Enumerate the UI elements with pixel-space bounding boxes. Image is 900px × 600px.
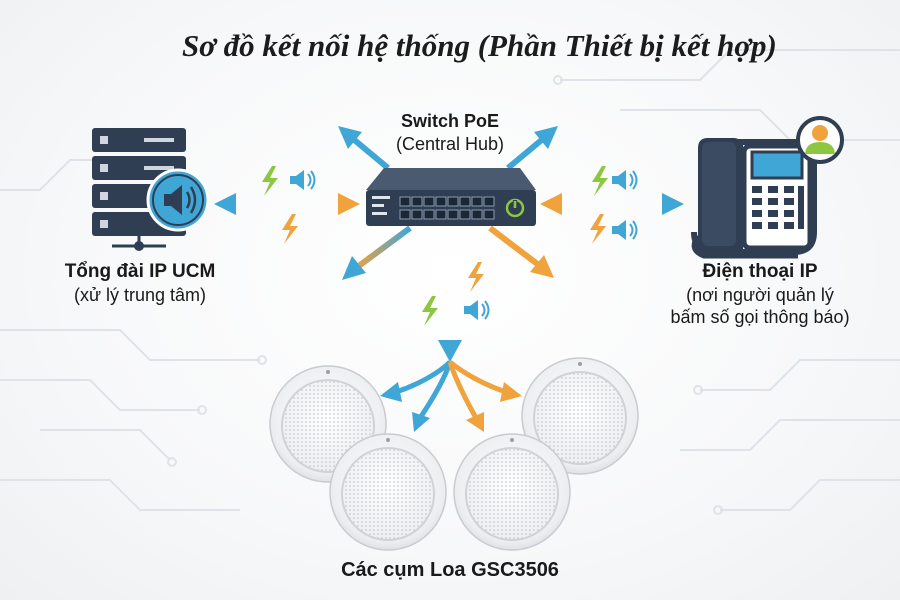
speakers-name: Các cụm Loa GSC3506 [341,559,559,581]
phone-label: Điện thoại IP (nơi người quản lý bấm số … [620,260,900,329]
phone-subtitle-line2: bấm số gọi thông báo) [670,307,850,328]
ucm-subtitle: (xử lý trung tâm) [73,284,207,305]
phone-name: Điện thoại IP [702,261,818,282]
ceiling-speakers [269,357,639,551]
ceiling-speaker-icon [521,357,639,475]
lightning-icon [262,166,278,196]
lightning-icon [282,214,298,244]
power-icon [505,198,525,218]
server-icon [92,128,210,251]
lightning-icon [422,296,438,326]
lightning-icon [590,214,606,244]
signal-icons [262,166,638,326]
ucm-label: Tổng đài IP UCM (xử lý trung tâm) [20,260,260,306]
phone-subtitle-line1: (nơi người quản lý [686,284,834,305]
ucm-name: Tổng đài IP UCM [64,261,216,282]
arrow-down-left [342,225,412,280]
switch-icon [366,168,536,226]
lightning-icon [592,166,608,196]
lightning-icon [468,262,484,292]
speakers-label: Các cụm Loa GSC3506 [280,558,620,583]
arrow-switch-phone [540,193,684,215]
arrow-switch-speakers [380,230,522,432]
speaker-volume-icon [612,170,638,190]
arrow-down-right [488,225,554,278]
arrow-up-right [506,126,558,171]
switch-subtitle: (Central Hub) [395,133,505,154]
arrow-ucm-switch [214,193,360,215]
switch-label: Switch PoE (Central Hub) [340,110,560,155]
speaker-volume-icon [612,220,638,240]
ceiling-speaker-icon [329,433,447,551]
speaker-volume-icon [290,170,316,190]
connection-arrows [214,126,684,432]
arrow-up-left [338,126,390,171]
switch-name: Switch PoE [400,111,499,131]
circuit-background [0,49,900,515]
speaker-volume-icon [146,168,210,232]
user-avatar-icon [796,116,844,164]
ip-phone-icon [691,138,817,259]
speaker-volume-icon [464,300,490,320]
ceiling-speaker-icon [453,433,571,551]
diagram-title: Sơ đồ kết nối hệ thống (Phần Thiết bị kế… [182,28,777,63]
